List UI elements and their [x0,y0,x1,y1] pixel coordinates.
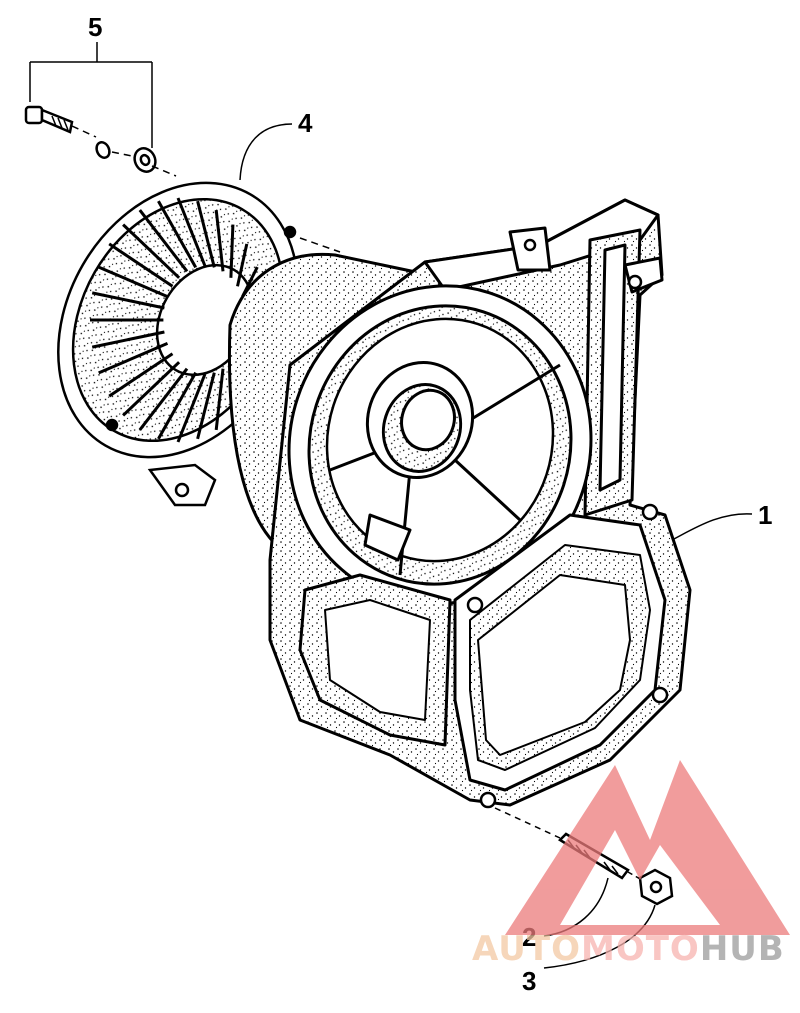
grille-spoke [214,368,225,431]
callout-5: 5 [88,12,102,42]
grille-spoke [236,243,249,287]
grille-spoke [138,209,189,273]
callout-1: 1 [758,500,772,530]
grille-spoke [196,200,216,268]
grille-spoke [157,200,198,269]
watermark-triangle-logo [505,760,790,935]
grille-spoke [122,223,181,279]
grille-spoke [176,373,207,443]
grille-spoke [98,265,169,298]
grille-spoke [108,242,174,288]
grille-spoke [157,371,198,440]
svg-text:AUTOMOTOHUB: AUTOMOTOHUB [472,929,785,969]
grille-spoke [122,361,181,417]
screw-and-washers [24,105,157,173]
grille-spoke [138,367,189,431]
automotohub-watermark: AUTOMOTOHUB [472,760,790,969]
grille-spoke [176,197,207,267]
callout-4: 4 [298,108,313,138]
watermark-auto: AUTO [472,929,581,969]
grille-spoke [91,330,165,349]
fan-housing [227,198,692,809]
grille-spoke [196,372,216,440]
grille-spoke [214,209,225,272]
watermark-moto: MOTO [581,929,700,969]
grille-spoke [229,224,235,278]
grille-spoke [91,291,165,310]
callout-3: 3 [522,966,536,996]
grille-spoke [108,352,174,398]
grille-spoke [98,342,169,375]
watermark-hub: HUB [700,929,785,969]
